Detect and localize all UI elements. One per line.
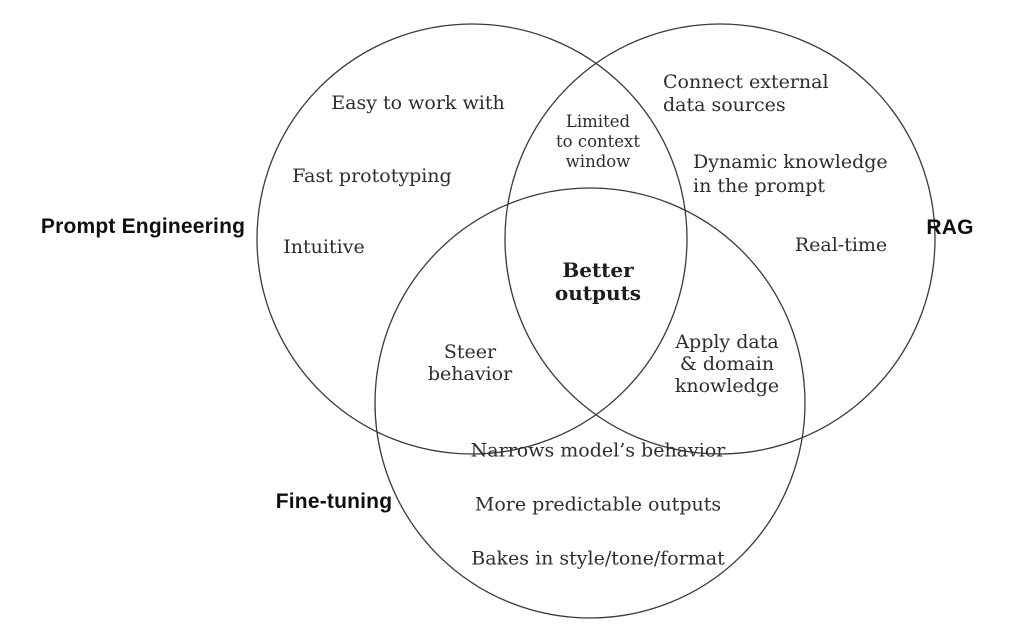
region-pe-ft-steer-behavior: Steer behavior [427, 341, 513, 385]
label-prompt-engineering: Prompt Engineering [40, 215, 246, 238]
region-ft-bakes-style-tone-format: Bakes in style/tone/format [471, 547, 725, 570]
region-rag-real-time: Real-time [794, 234, 888, 256]
circle-fine-tuning [374, 187, 806, 619]
circle-rag [504, 23, 936, 455]
region-pe-rag-limited-context-window: Limited to context window [556, 112, 640, 171]
region-ft-narrows-behavior: Narrows model’s behavior [470, 439, 726, 462]
region-rag-connect-external-data-sources: Connect external data sources [663, 71, 829, 116]
region-ft-predictable-outputs: More predictable outputs [474, 493, 722, 516]
region-pe-easy-to-work-with: Easy to work with [331, 92, 505, 114]
region-rag-ft-apply-data-domain-knowledge: Apply data & domain knowledge [674, 331, 780, 397]
label-rag: RAG [926, 216, 974, 239]
region-ft-items: Narrows model’s behavior More predictabl… [471, 411, 726, 600]
label-fine-tuning: Fine-tuning [275, 490, 393, 513]
circle-prompt-engineering [256, 23, 688, 455]
region-rag-dynamic-knowledge: Dynamic knowledge in the prompt [693, 151, 888, 197]
region-pe-intuitive: Intuitive [283, 236, 365, 258]
region-pe-fast-prototyping: Fast prototyping [292, 165, 452, 187]
region-center-better-outputs: Better outputs [554, 258, 642, 305]
